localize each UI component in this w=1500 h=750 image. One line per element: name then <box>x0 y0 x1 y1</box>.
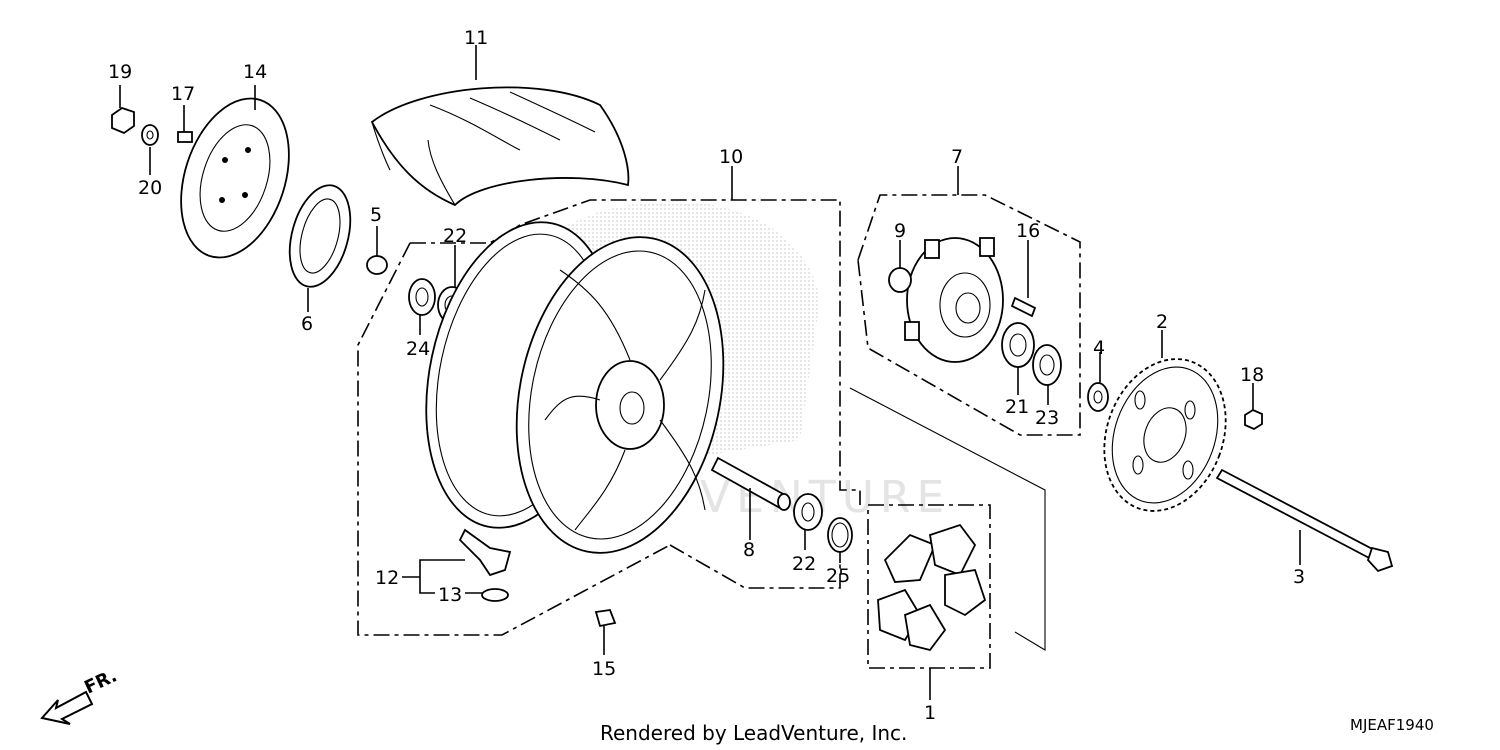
callout-20: 20 <box>138 177 162 199</box>
callout-22-right: 22 <box>792 553 816 575</box>
callout-15: 15 <box>592 658 616 680</box>
stud-bolt-part-16 <box>1010 296 1037 318</box>
washer-part-4 <box>1087 382 1109 412</box>
valve-part-12 <box>458 528 512 577</box>
callout-7: 7 <box>951 146 963 168</box>
callout-18: 18 <box>1240 364 1264 386</box>
callout-11: 11 <box>464 27 488 49</box>
bolt-part-17 <box>177 131 193 143</box>
callout-8: 8 <box>743 539 755 561</box>
callout-14: 14 <box>243 61 267 83</box>
rear-axle-part <box>1215 468 1394 573</box>
callout-1: 1 <box>924 702 936 724</box>
callout-6: 6 <box>301 313 313 335</box>
nut-part-19 <box>111 107 135 135</box>
damper-outline <box>849 387 1046 669</box>
callout-17: 17 <box>171 83 195 105</box>
callout-labels: 11 19 14 17 20 10 7 5 9 16 22 6 2 24 4 1… <box>108 27 1305 724</box>
front-arrow-icon <box>40 690 94 725</box>
callout-22-left: 22 <box>443 225 467 247</box>
o-ring-part-25 <box>827 517 853 553</box>
washer-part-20 <box>141 124 159 146</box>
distance-collar-part-8 <box>710 456 791 511</box>
final-driven-flange-part <box>904 237 1004 363</box>
callout-19: 19 <box>108 61 132 83</box>
o-ring-part-13 <box>481 588 509 602</box>
collar-part-9 <box>888 267 912 293</box>
wheel-damper-rubber-part <box>877 523 987 652</box>
front-label: FR. <box>81 665 120 698</box>
callout-21: 21 <box>1005 396 1029 418</box>
oil-seal-part-23 <box>1032 344 1062 386</box>
front-direction-indicator: FR. <box>40 665 120 725</box>
callout-10: 10 <box>719 146 743 168</box>
balance-weight-part-15 <box>594 609 617 628</box>
diagram-code: MJEAF1940 <box>1350 716 1434 734</box>
callout-12: 12 <box>375 567 399 589</box>
credit-text: Rendered by LeadVenture, Inc. <box>600 721 907 745</box>
oil-seal-part-24 <box>408 278 436 316</box>
callout-13: 13 <box>438 584 462 606</box>
leader-lines <box>119 45 1301 700</box>
dust-seal-part-6 <box>288 184 352 288</box>
callout-16: 16 <box>1016 220 1040 242</box>
wheel-rim-part <box>425 201 820 554</box>
collar-part-5 <box>366 255 388 275</box>
callout-3: 3 <box>1293 566 1305 588</box>
tire-part <box>370 86 630 207</box>
callout-2: 2 <box>1156 311 1168 333</box>
driven-sprocket-part <box>1103 358 1227 512</box>
wheel-assembly-outline <box>357 199 861 636</box>
callout-4: 4 <box>1093 337 1105 359</box>
callout-24: 24 <box>406 338 430 360</box>
callout-23: 23 <box>1035 407 1059 429</box>
callout-5: 5 <box>370 204 382 226</box>
bearing-part-21 <box>1001 322 1035 368</box>
bearing-part-22-right <box>793 493 823 531</box>
callout-9: 9 <box>894 220 906 242</box>
brake-disc-part <box>180 97 290 259</box>
callout-25: 25 <box>826 565 850 587</box>
nut-part-18 <box>1244 408 1263 431</box>
